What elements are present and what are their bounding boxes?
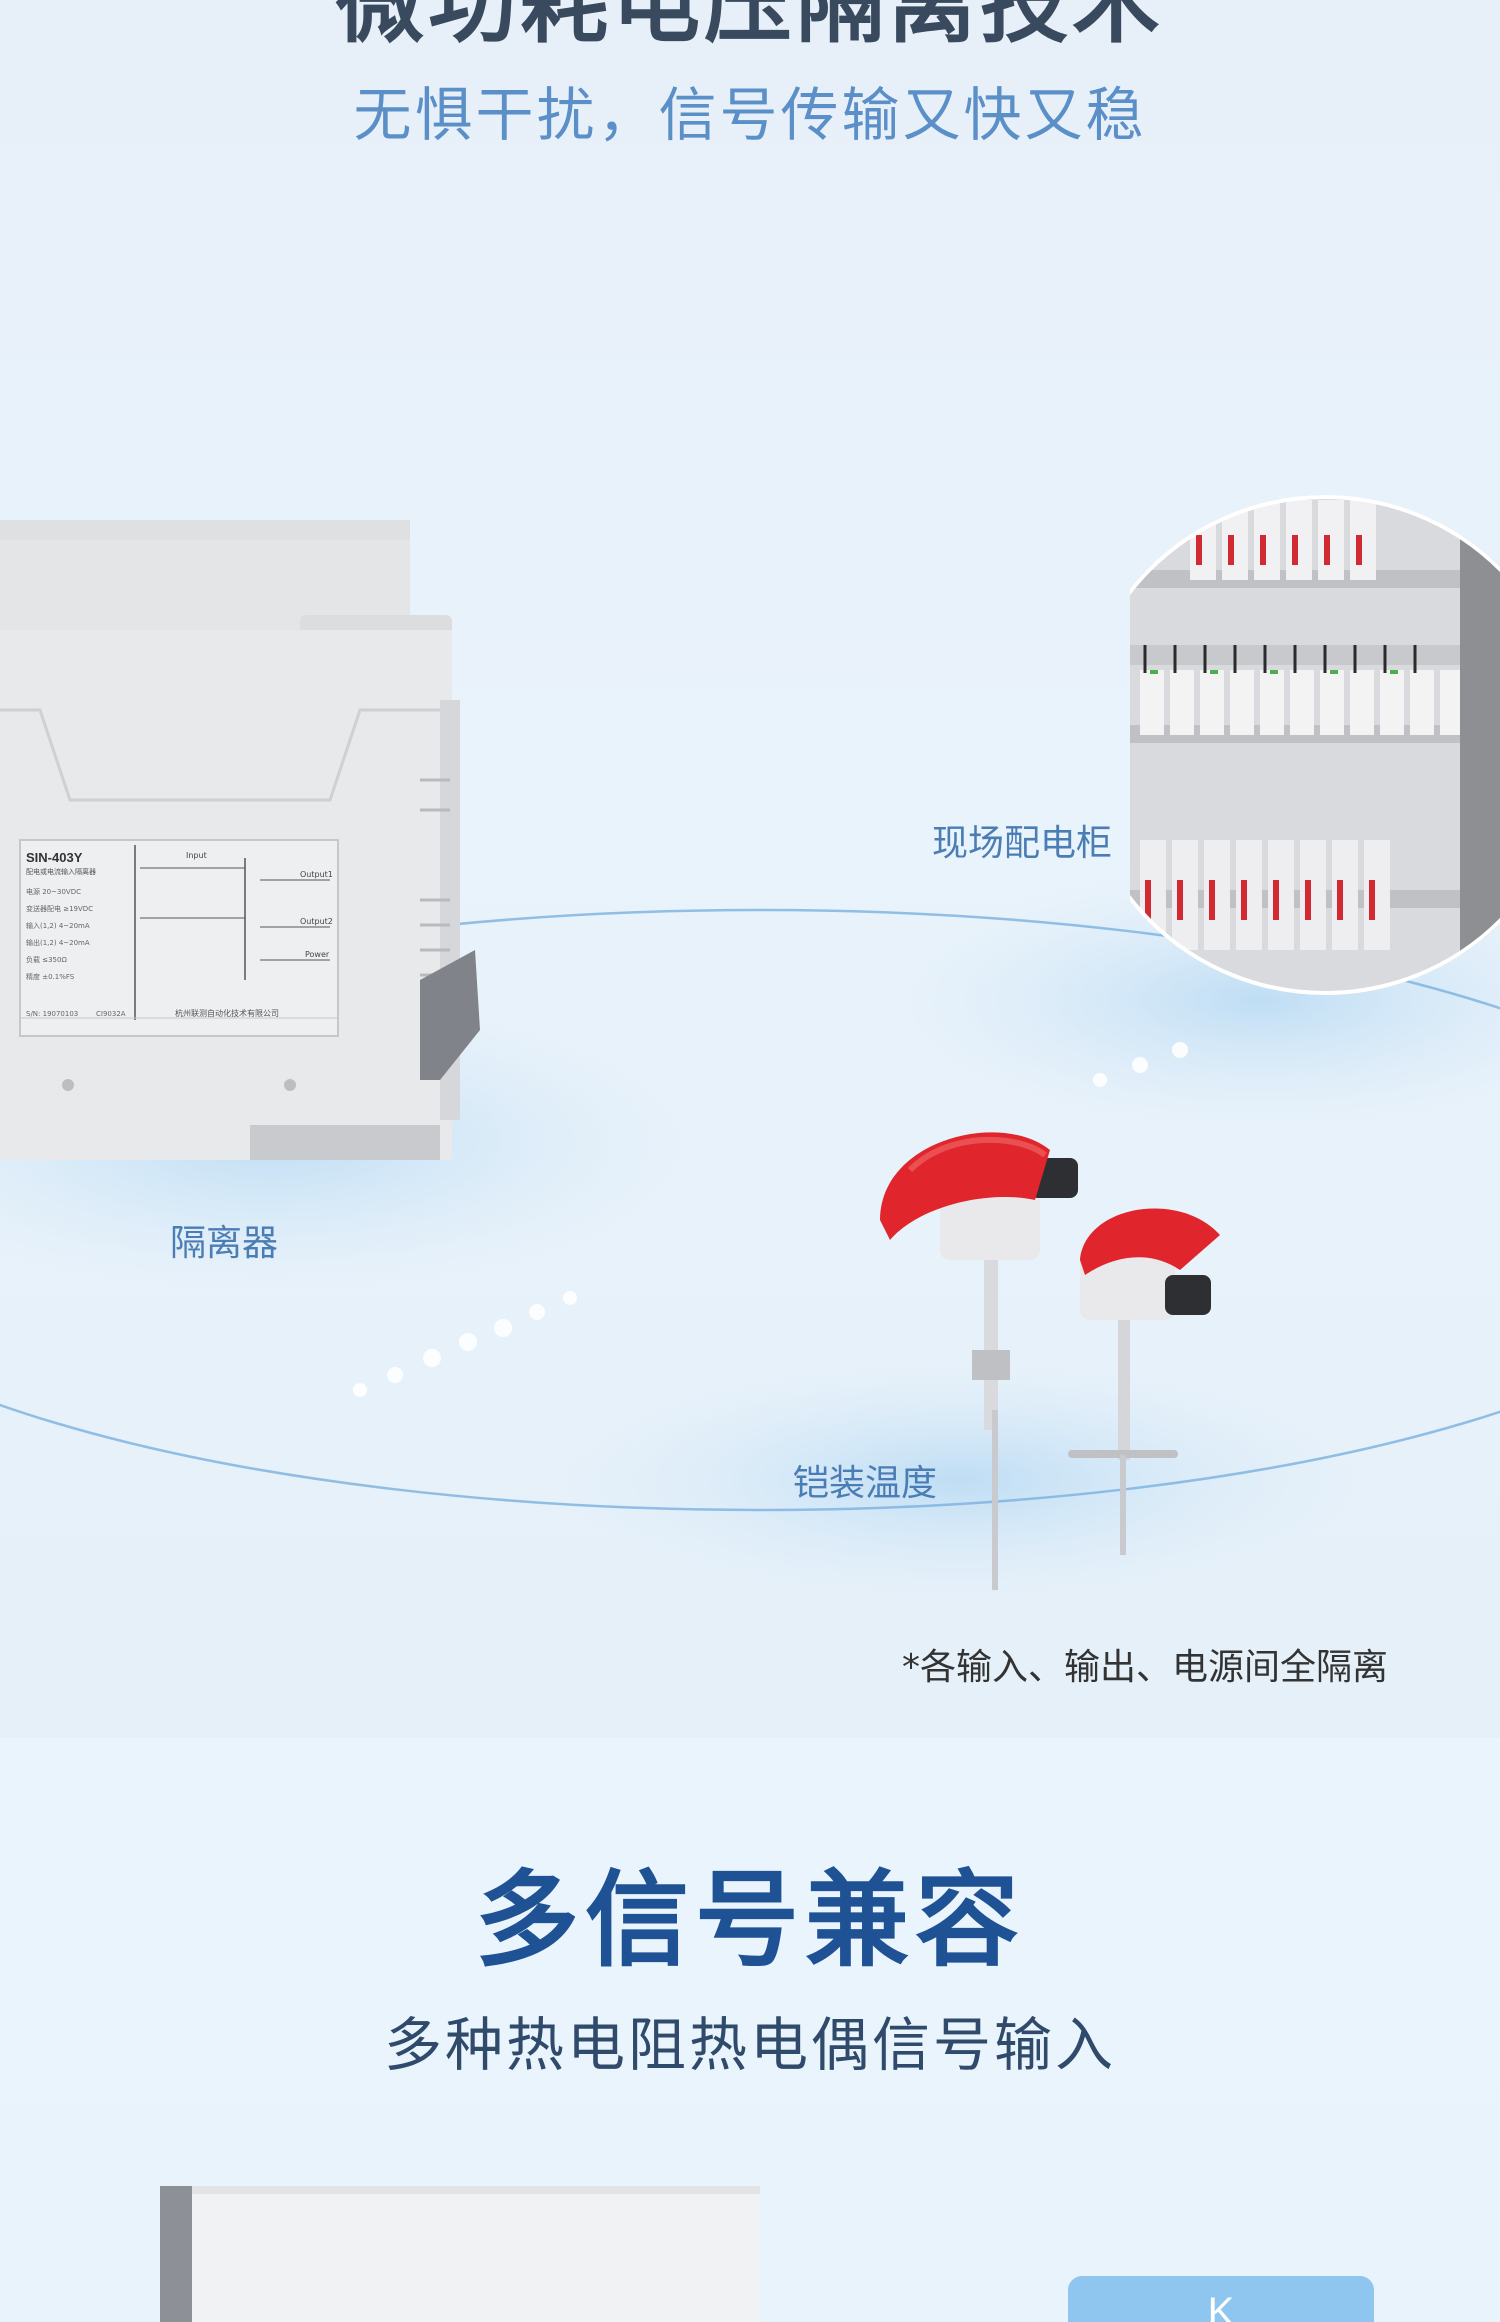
- cabinet-image: [1130, 495, 1500, 995]
- device-spec-2: 变送器配电 ≥19VDC: [26, 904, 93, 913]
- device-output1-text: Output1: [300, 870, 333, 879]
- label-cabinet: 现场配电柜: [932, 823, 1113, 864]
- signal-type-badge-text: K: [1207, 2290, 1235, 2322]
- isolator-device-top-image: [160, 2186, 760, 2322]
- section-heading-signal: 多信号兼容: [474, 1859, 1025, 1981]
- device-model-text: SIN-403Y: [26, 850, 83, 865]
- isolator-device-image: SIN-403Y 配电或电流输入隔离器 电源 20~30VDC 变送器配电 ≥1…: [0, 520, 480, 1160]
- isolation-section: 微功耗电压隔离技术 无惧干扰，信号传输又快又稳: [0, 0, 1500, 1738]
- device-spec-4: 输出(1,2) 4~20mA: [26, 938, 90, 947]
- device-spec-6: 精度 ±0.1%FS: [26, 972, 75, 981]
- armored-sensor-image: [880, 1132, 1220, 1590]
- device-output2-text: Output2: [300, 917, 333, 926]
- section-heading-isolation: 微功耗电压隔离技术: [335, 0, 1164, 55]
- device-power-text: Power: [305, 950, 330, 959]
- isolation-note: *各输入、输出、电源间全隔离: [902, 1647, 1389, 1688]
- device-spec-3: 输入(1,2) 4~20mA: [26, 921, 90, 930]
- device-serial-text: S/N: 19070103: [26, 1010, 78, 1018]
- device-company-text: 杭州联测自动化技术有限公司: [175, 1008, 279, 1018]
- section-subtitle-isolation: 无惧干扰，信号传输又快又稳: [353, 81, 1147, 149]
- device-spec-5: 负载 ≤350Ω: [26, 955, 67, 964]
- label-sensor: 铠装温度: [793, 1463, 938, 1504]
- device-input-text: Input: [186, 851, 207, 860]
- device-desc-text: 配电或电流输入隔离器: [26, 867, 96, 876]
- device-spec-1: 电源 20~30VDC: [26, 887, 81, 896]
- device-lot-text: CI9032A: [96, 1010, 126, 1018]
- signal-type-badge: K: [1068, 2276, 1374, 2322]
- label-isolator: 隔离器: [170, 1223, 279, 1264]
- section-subtitle-signal: 多种热电阻热电偶信号输入: [383, 2011, 1116, 2079]
- signal-compat-section: K: [0, 1738, 1500, 2322]
